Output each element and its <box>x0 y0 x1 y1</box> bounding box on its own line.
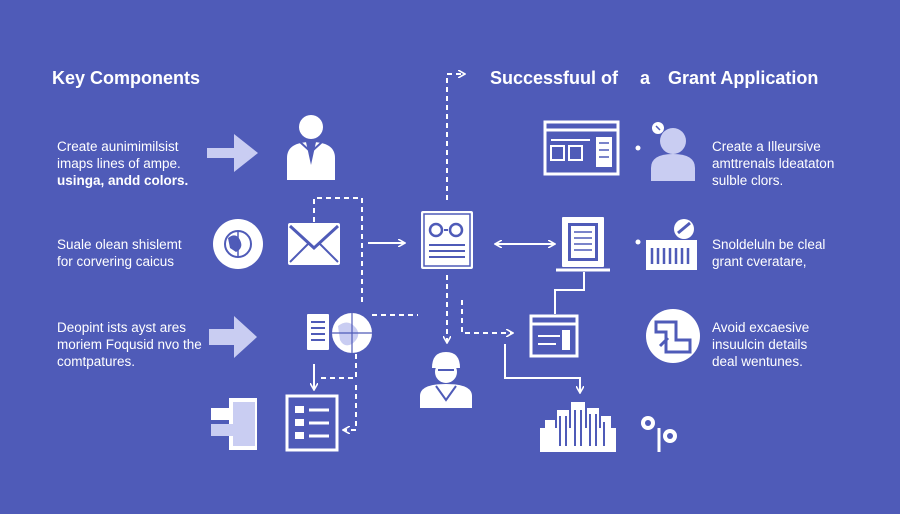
right-item-1-line-2: amttrenals ldeataton <box>712 156 835 171</box>
right-item-3-line-2: insuulcin details <box>712 337 808 352</box>
building-tag-icon <box>646 219 697 270</box>
left-item-2-line-1: Suale olean shislemt <box>57 237 182 252</box>
left-item-3-line-3: comtpatures. <box>57 354 136 369</box>
person-tie-icon <box>287 115 335 180</box>
sidebar-layout-icon <box>211 398 257 450</box>
right-item-1-text: Create a Illeursive amttrenals ldeataton… <box>712 138 834 189</box>
left-item-1-text: Create aunimimilsist imaps lines of ampe… <box>57 138 188 189</box>
dashed-connector-up <box>446 74 464 200</box>
heading-successful-part2: a <box>640 68 651 88</box>
right-item-3-line-1: Avoid excaesive <box>712 320 810 335</box>
heading-key-components: Key Components <box>52 68 201 88</box>
dashed-connector-top <box>313 197 363 305</box>
heading-grant-application: Grant Application <box>668 68 819 88</box>
dashed-connector-bottom <box>344 385 357 430</box>
list-document-icon <box>285 394 339 452</box>
left-item-2-line-2: for corvering caicus <box>57 254 175 269</box>
dashed-connector-right <box>461 300 512 333</box>
solid-connector-up-right <box>554 272 585 314</box>
left-item-3-line-1: Deopint ists ayst ares <box>57 320 187 335</box>
left-item-1-line-1: Create aunimimilsist <box>57 139 179 154</box>
right-item-2-text: Snoldeluln be cleal grant cveratare, <box>712 236 825 270</box>
plant-sprout-icon <box>641 416 677 452</box>
left-item-3-text: Deopint ists ayst ares moriem Foqusid nv… <box>57 319 202 370</box>
dot-icon <box>635 239 641 245</box>
right-item-1-line-1: Create a Illeursive <box>712 139 821 154</box>
right-item-1-line-3: sulble clors. <box>712 173 784 188</box>
solid-connector-to-city <box>504 344 580 392</box>
right-item-3-line-3: deal wentunes. <box>712 354 803 369</box>
form-document-icon <box>421 211 473 269</box>
left-item-3-line-2: moriem Foqusid nvo the <box>57 337 202 352</box>
person-badge-icon <box>651 122 695 181</box>
left-item-1-line-2: imaps lines of ampe. <box>57 156 181 171</box>
worker-person-icon <box>420 352 472 408</box>
right-item-2-line-2: grant cveratare, <box>712 254 807 269</box>
city-skyline-icon <box>540 402 616 452</box>
left-item-1-line-3: usinga, andd colors. <box>57 173 189 188</box>
dashed-connector-curve <box>318 345 357 379</box>
right-item-3-text: Avoid excaesive insuulcin details deal w… <box>712 319 809 370</box>
connectors <box>313 74 585 430</box>
browser-window-icon <box>543 120 620 176</box>
globe-icon <box>213 219 263 269</box>
document-globe-icon <box>307 313 372 353</box>
arrow-right-icon-2 <box>209 316 257 358</box>
right-item-2-line-1: Snoldeluln be cleal <box>712 237 826 252</box>
dot-icon <box>635 145 641 151</box>
document-frame-icon <box>556 217 610 272</box>
heading-successful-part1: Successfuul of <box>490 68 619 88</box>
arrow-right-icon-1 <box>207 134 258 172</box>
presentation-board-icon <box>529 314 579 358</box>
left-item-2-text: Suale olean shislemt for corvering caicu… <box>57 236 182 270</box>
map-magnifier-icon <box>646 309 700 363</box>
envelope-icon <box>288 223 340 265</box>
